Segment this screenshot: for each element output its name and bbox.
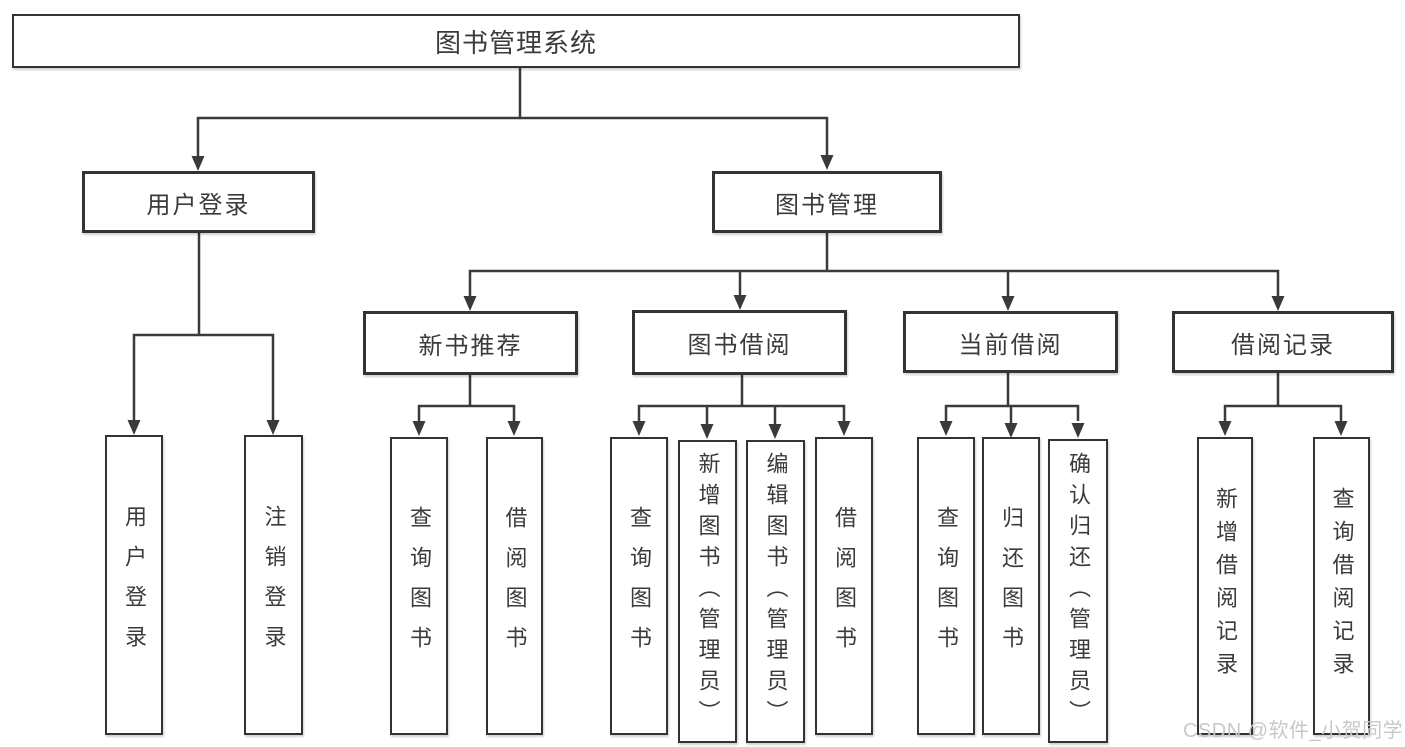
split-new-book (417, 404, 516, 421)
node-label: 新书推荐 (418, 332, 523, 360)
node-label: 图书管理系统 (434, 27, 597, 58)
node-label: 查询图书 (627, 506, 652, 666)
node-label: 用户登录 (122, 505, 147, 665)
node-label: 当前借阅 (958, 331, 1063, 359)
leaf-confirm-return-admin: 确认归还（管理员） (1048, 439, 1108, 743)
node-label: 借阅图书 (832, 506, 857, 666)
node-label: 新增图书（管理员） (695, 452, 721, 731)
node-new-book-recommend: 新书推荐 (363, 311, 578, 375)
leaf-user-login: 用户登录 (105, 435, 163, 735)
node-label: 查询图书 (934, 506, 959, 666)
arrowheads (127, 155, 1348, 439)
node-label: 注销登录 (261, 505, 287, 665)
node-label: 图书借阅 (687, 332, 792, 359)
node-library-system: 图书管理系统 (12, 14, 1020, 68)
leaf-query-borrow-record: 查询借阅记录 (1313, 437, 1370, 735)
split-user-login (132, 333, 275, 421)
leaf-borrow-books: 借阅图书 (815, 437, 873, 735)
node-user-login-group: 用户登录 (82, 171, 315, 233)
node-book-management: 图书管理 (712, 171, 942, 233)
leaf-borrow-books-recommend: 借阅图书 (486, 437, 543, 735)
node-label: 图书管理 (775, 191, 879, 219)
node-label: 借阅记录 (1231, 331, 1335, 359)
node-borrow-records: 借阅记录 (1172, 311, 1394, 373)
leaf-query-books-borrow: 查询图书 (610, 437, 668, 735)
node-label: 编辑图书（管理员） (763, 452, 789, 731)
node-label: 查询图书 (407, 506, 432, 666)
node-label: 确认归还（管理员） (1066, 451, 1091, 731)
watermark: CSDN @软件_小贺同学 (1183, 720, 1404, 742)
node-label: 归还图书 (999, 506, 1024, 666)
node-label: 用户登录 (146, 191, 251, 219)
leaf-add-borrow-record: 新增借阅记录 (1197, 437, 1253, 735)
node-current-borrow: 当前借阅 (903, 311, 1118, 373)
node-label: 查询借阅记录 (1329, 487, 1355, 685)
leaf-add-book-admin: 新增图书（管理员） (678, 440, 737, 743)
leaf-query-books-current: 查询图书 (917, 437, 975, 735)
leaf-query-books-recommend: 查询图书 (390, 437, 448, 735)
leaf-logout: 注销登录 (244, 435, 303, 735)
leaf-return-book: 归还图书 (982, 437, 1040, 735)
leaf-edit-book-admin: 编辑图书（管理员） (746, 440, 805, 743)
node-label: 借阅图书 (502, 506, 528, 666)
split-book-borrow (637, 404, 846, 421)
node-label: 新增借阅记录 (1213, 487, 1238, 685)
node-book-borrow: 图书借阅 (632, 310, 847, 375)
split-root (196, 116, 829, 158)
split-borrow-records (1223, 404, 1343, 421)
split-book-management (468, 269, 1280, 297)
